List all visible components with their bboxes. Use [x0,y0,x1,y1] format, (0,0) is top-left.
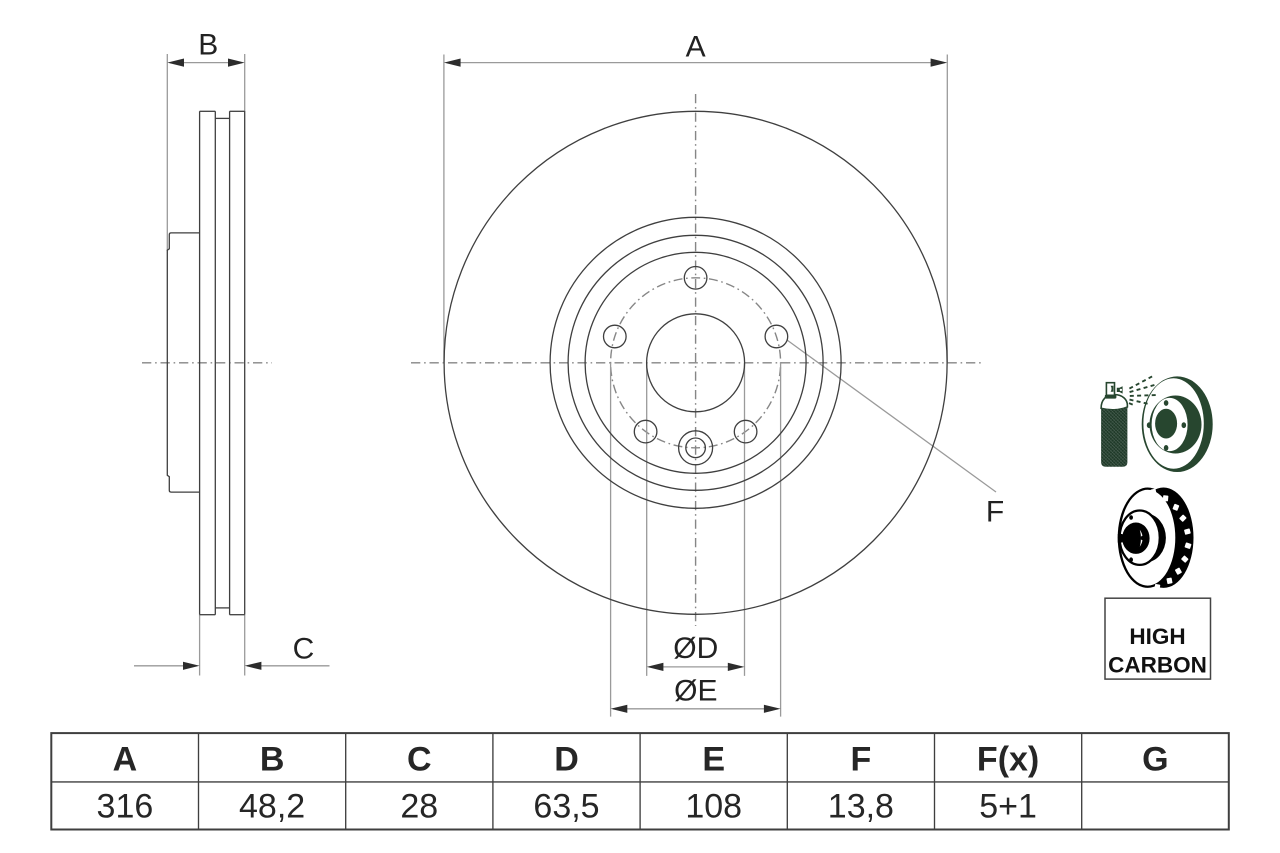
svg-text:F: F [851,740,872,778]
svg-text:A: A [686,30,706,63]
svg-text:13,8: 13,8 [828,788,894,826]
svg-text:C: C [293,633,315,666]
svg-text:F(x): F(x) [977,740,1039,778]
svg-text:28: 28 [400,788,438,826]
svg-text:ØE: ØE [674,674,717,707]
svg-text:A: A [113,740,138,778]
svg-text:48,2: 48,2 [239,788,305,826]
svg-text:G: G [1142,740,1168,778]
svg-text:63,5: 63,5 [533,788,599,826]
svg-text:C: C [407,740,432,778]
svg-text:108: 108 [685,788,742,826]
svg-text:CARBON: CARBON [1108,653,1207,678]
svg-text:F: F [986,495,1004,528]
svg-text:B: B [198,29,218,62]
svg-text:HIGH: HIGH [1129,624,1185,649]
svg-text:5+1: 5+1 [979,788,1037,826]
svg-text:ØD: ØD [673,632,718,665]
svg-text:B: B [260,740,285,778]
svg-text:316: 316 [97,788,154,826]
svg-text:E: E [702,740,725,778]
svg-text:D: D [554,740,579,778]
